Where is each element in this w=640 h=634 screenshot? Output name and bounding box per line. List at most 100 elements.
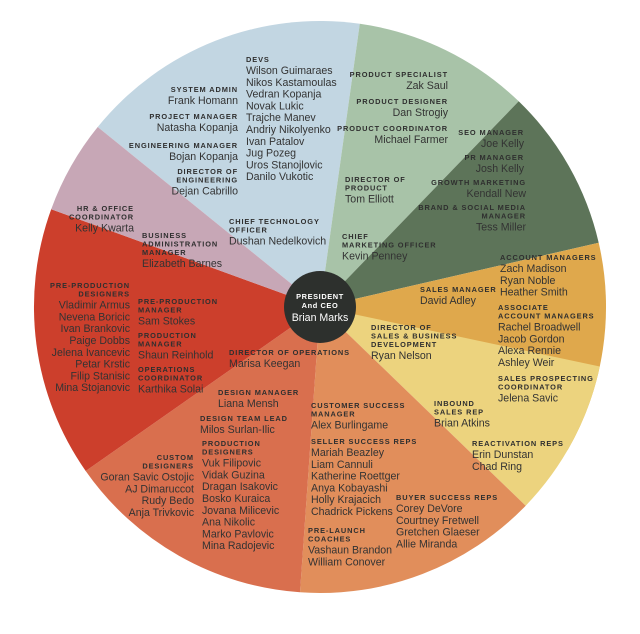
person-name: Allie Miranda [396, 538, 457, 550]
role-title: PRODUCTION [138, 331, 197, 340]
person-name: Mina Radojevic [202, 540, 275, 552]
person-name: Vashaun Brandon [308, 545, 392, 557]
center-name: Brian Marks [292, 312, 349, 324]
center-circle [284, 271, 356, 343]
role-title: DESIGN TEAM LEAD [200, 414, 288, 423]
person-name: Karthika Solai [138, 384, 203, 396]
person-name: Jelena Ivancevic [52, 347, 131, 359]
wedge-production [33, 209, 321, 471]
role-title: HR & OFFICE [77, 204, 134, 213]
person-name: Holly Krajacich [311, 494, 381, 506]
person-name: Uros Stanojlovic [246, 159, 323, 171]
person-name: Alex Burlingame [311, 420, 388, 432]
person-name: Ana Nikolic [202, 517, 256, 529]
role-title: SALES & BUSINESS [371, 332, 457, 341]
role-title: DEVELOPMENT [371, 340, 437, 349]
role-title: REACTIVATION REPS [472, 439, 564, 448]
role-title: CUSTOMER SUCCESS [311, 401, 405, 410]
role-title: SALES REP [434, 408, 484, 417]
person-name: Gretchen Glaeser [396, 527, 480, 539]
person-name: Natasha Kopanja [157, 122, 238, 134]
role-title: SYSTEM ADMIN [171, 85, 238, 94]
role-title: PRE-PRODUCTION [138, 297, 218, 306]
person-name: Jacob Gordon [498, 333, 565, 345]
role-title: ACCOUNT MANAGERS [500, 253, 597, 262]
person-name: Ryan Nelson [371, 350, 432, 362]
role-title: COORDINATOR [138, 374, 203, 383]
person-name: Filip Stanisic [71, 370, 131, 382]
person-name: Sam Stokes [138, 316, 195, 328]
person-name: Chad Ring [472, 461, 522, 473]
person-name: Kendall New [467, 188, 527, 200]
role-title: SALES PROSPECTING [498, 374, 594, 383]
person-name: Vedran Kopanja [246, 89, 322, 101]
person-name: Vuk Filipovic [202, 458, 262, 470]
person-name: Jovana Milicevic [202, 505, 280, 517]
person-name: Ashley Weir [498, 357, 555, 369]
role-title: BUYER SUCCESS REPS [396, 493, 498, 502]
person-name: Andriy Nikolyenko [246, 124, 331, 136]
role-title: BRAND & SOCIAL MEDIA [418, 203, 526, 212]
role-title: OFFICER [229, 226, 268, 235]
person-name: Liam Cannuli [311, 459, 373, 471]
role-title: ADMINISTRATION [142, 240, 218, 249]
person-name: Corey DeVore [396, 503, 463, 515]
role-title: INBOUND [434, 399, 475, 408]
wedge-devs [97, 21, 360, 307]
person-name: Bojan Kopanja [169, 151, 238, 163]
person-name: Courtney Fretwell [396, 515, 479, 527]
person-name: Novak Lukic [246, 100, 304, 112]
person-name: Jelena Savic [498, 393, 559, 405]
role-title: COORDINATOR [69, 213, 134, 222]
person-name: Liana Mensh [218, 398, 279, 410]
role-title: ENGINEERING [176, 176, 238, 185]
person-name: Frank Homann [168, 95, 238, 107]
role-title: MARKETING OFFICER [342, 241, 437, 250]
person-name: Mina Stojanovic [55, 382, 130, 394]
person-name: David Adley [420, 295, 477, 307]
person-name: Jug Pozeg [246, 148, 296, 160]
person-name: Marko Pavlovic [202, 528, 275, 540]
role-title: COACHES [308, 535, 351, 544]
person-name: Alexa Rennie [498, 345, 561, 357]
role-title: MANAGER [311, 410, 355, 419]
person-name: Dan Strogiy [393, 107, 449, 119]
person-name: Kevin Penney [342, 251, 408, 263]
role-title: DESIGNERS [202, 448, 254, 457]
role-title: PRODUCT SPECIALIST [350, 70, 448, 79]
person-name: William Conover [308, 556, 386, 568]
person-name: Wilson Guimaraes [246, 65, 333, 77]
role-title: DIRECTOR OF OPERATIONS [229, 348, 350, 357]
person-name: Nevena Boricic [59, 311, 131, 323]
center-role-line1: PRESIDENT [296, 292, 344, 301]
person-name: Trajche Manev [246, 112, 316, 124]
person-name: Milos Surlan-Ilic [200, 424, 275, 436]
wedge-growth [320, 101, 599, 307]
